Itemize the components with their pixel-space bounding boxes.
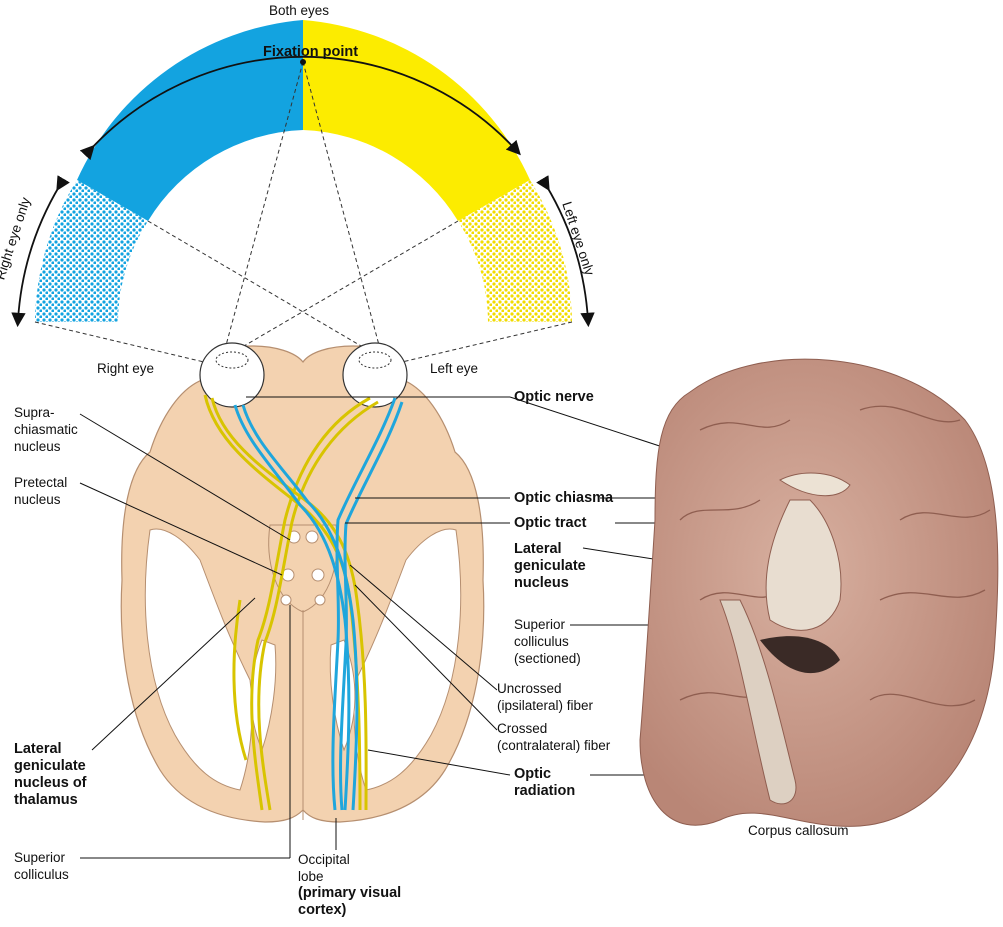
corpus-callosum-label: Corpus callosum bbox=[748, 822, 849, 839]
optic-nerve-label: Optic nerve bbox=[514, 389, 594, 406]
optic-chiasma-label: Optic chiasma bbox=[514, 490, 613, 507]
optic-radiation-label: Optic radiation bbox=[514, 766, 575, 800]
left-eye-label: Left eye bbox=[430, 360, 478, 377]
pretectal-label: Pretectal nucleus bbox=[14, 474, 67, 508]
occipital-lobe-label: Occipital lobe bbox=[298, 851, 350, 885]
uncrossed-fiber-label: Uncrossed (ipsilateral) fiber bbox=[497, 680, 593, 714]
both-eyes-label: Both eyes bbox=[269, 2, 329, 19]
brain-section bbox=[121, 346, 483, 822]
optic-tract-label: Optic tract bbox=[514, 515, 587, 532]
primary-visual-cortex-label: (primary visual cortex) bbox=[298, 885, 401, 919]
lgn-thalamus-label: Lateral geniculate nucleus of thalamus bbox=[14, 741, 87, 809]
brain-photo bbox=[640, 359, 998, 826]
superior-colliculus-label: Superior colliculus bbox=[14, 849, 69, 883]
lgn-photo-label: Lateral geniculate nucleus bbox=[514, 541, 586, 592]
superior-colliculus-sectioned-label: Superior colliculus (sectioned) bbox=[514, 616, 581, 667]
fixation-point-label: Fixation point bbox=[263, 44, 358, 61]
crossed-fiber-label: Crossed (contralateral) fiber bbox=[497, 720, 610, 754]
right-eye-label: Right eye bbox=[97, 360, 154, 377]
suprachiasmatic-label: Supra- chiasmatic nucleus bbox=[14, 404, 78, 455]
visual-field bbox=[18, 20, 588, 362]
